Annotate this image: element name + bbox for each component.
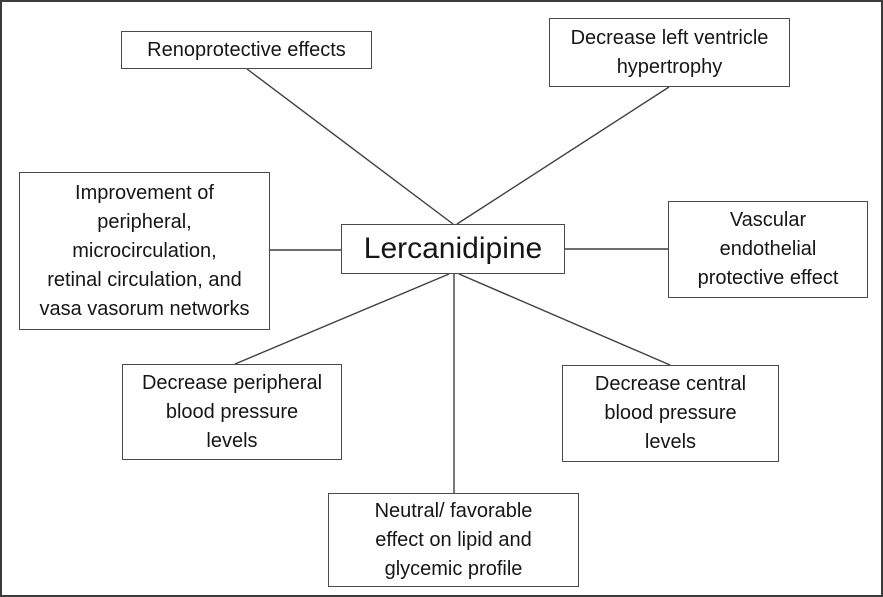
- connector-left-ventricle: [456, 86, 670, 225]
- connector-peripheral-bp: [234, 273, 450, 365]
- node-decrease-central-blood-pressure: Decrease central blood pressure levels: [562, 365, 779, 462]
- node-neutral-favorable-lipid-glycemic: Neutral/ favorable effect on lipid and g…: [328, 493, 579, 587]
- node-decrease-peripheral-blood-pressure: Decrease peripheral blood pressure level…: [122, 364, 342, 460]
- node-renoprotective-effects: Renoprotective effects: [121, 31, 372, 69]
- node-vascular-endothelial-protective-effect: Vascular endothelial protective effect: [668, 201, 868, 298]
- node-lercanidipine-center: Lercanidipine: [341, 224, 565, 274]
- connector-central-bp: [458, 273, 671, 366]
- connector-renoprotective: [246, 68, 454, 225]
- node-improvement-microcirculation: Improvement of peripheral, microcirculat…: [19, 172, 270, 330]
- node-decrease-left-ventricle-hypertrophy: Decrease left ventricle hypertrophy: [549, 18, 790, 87]
